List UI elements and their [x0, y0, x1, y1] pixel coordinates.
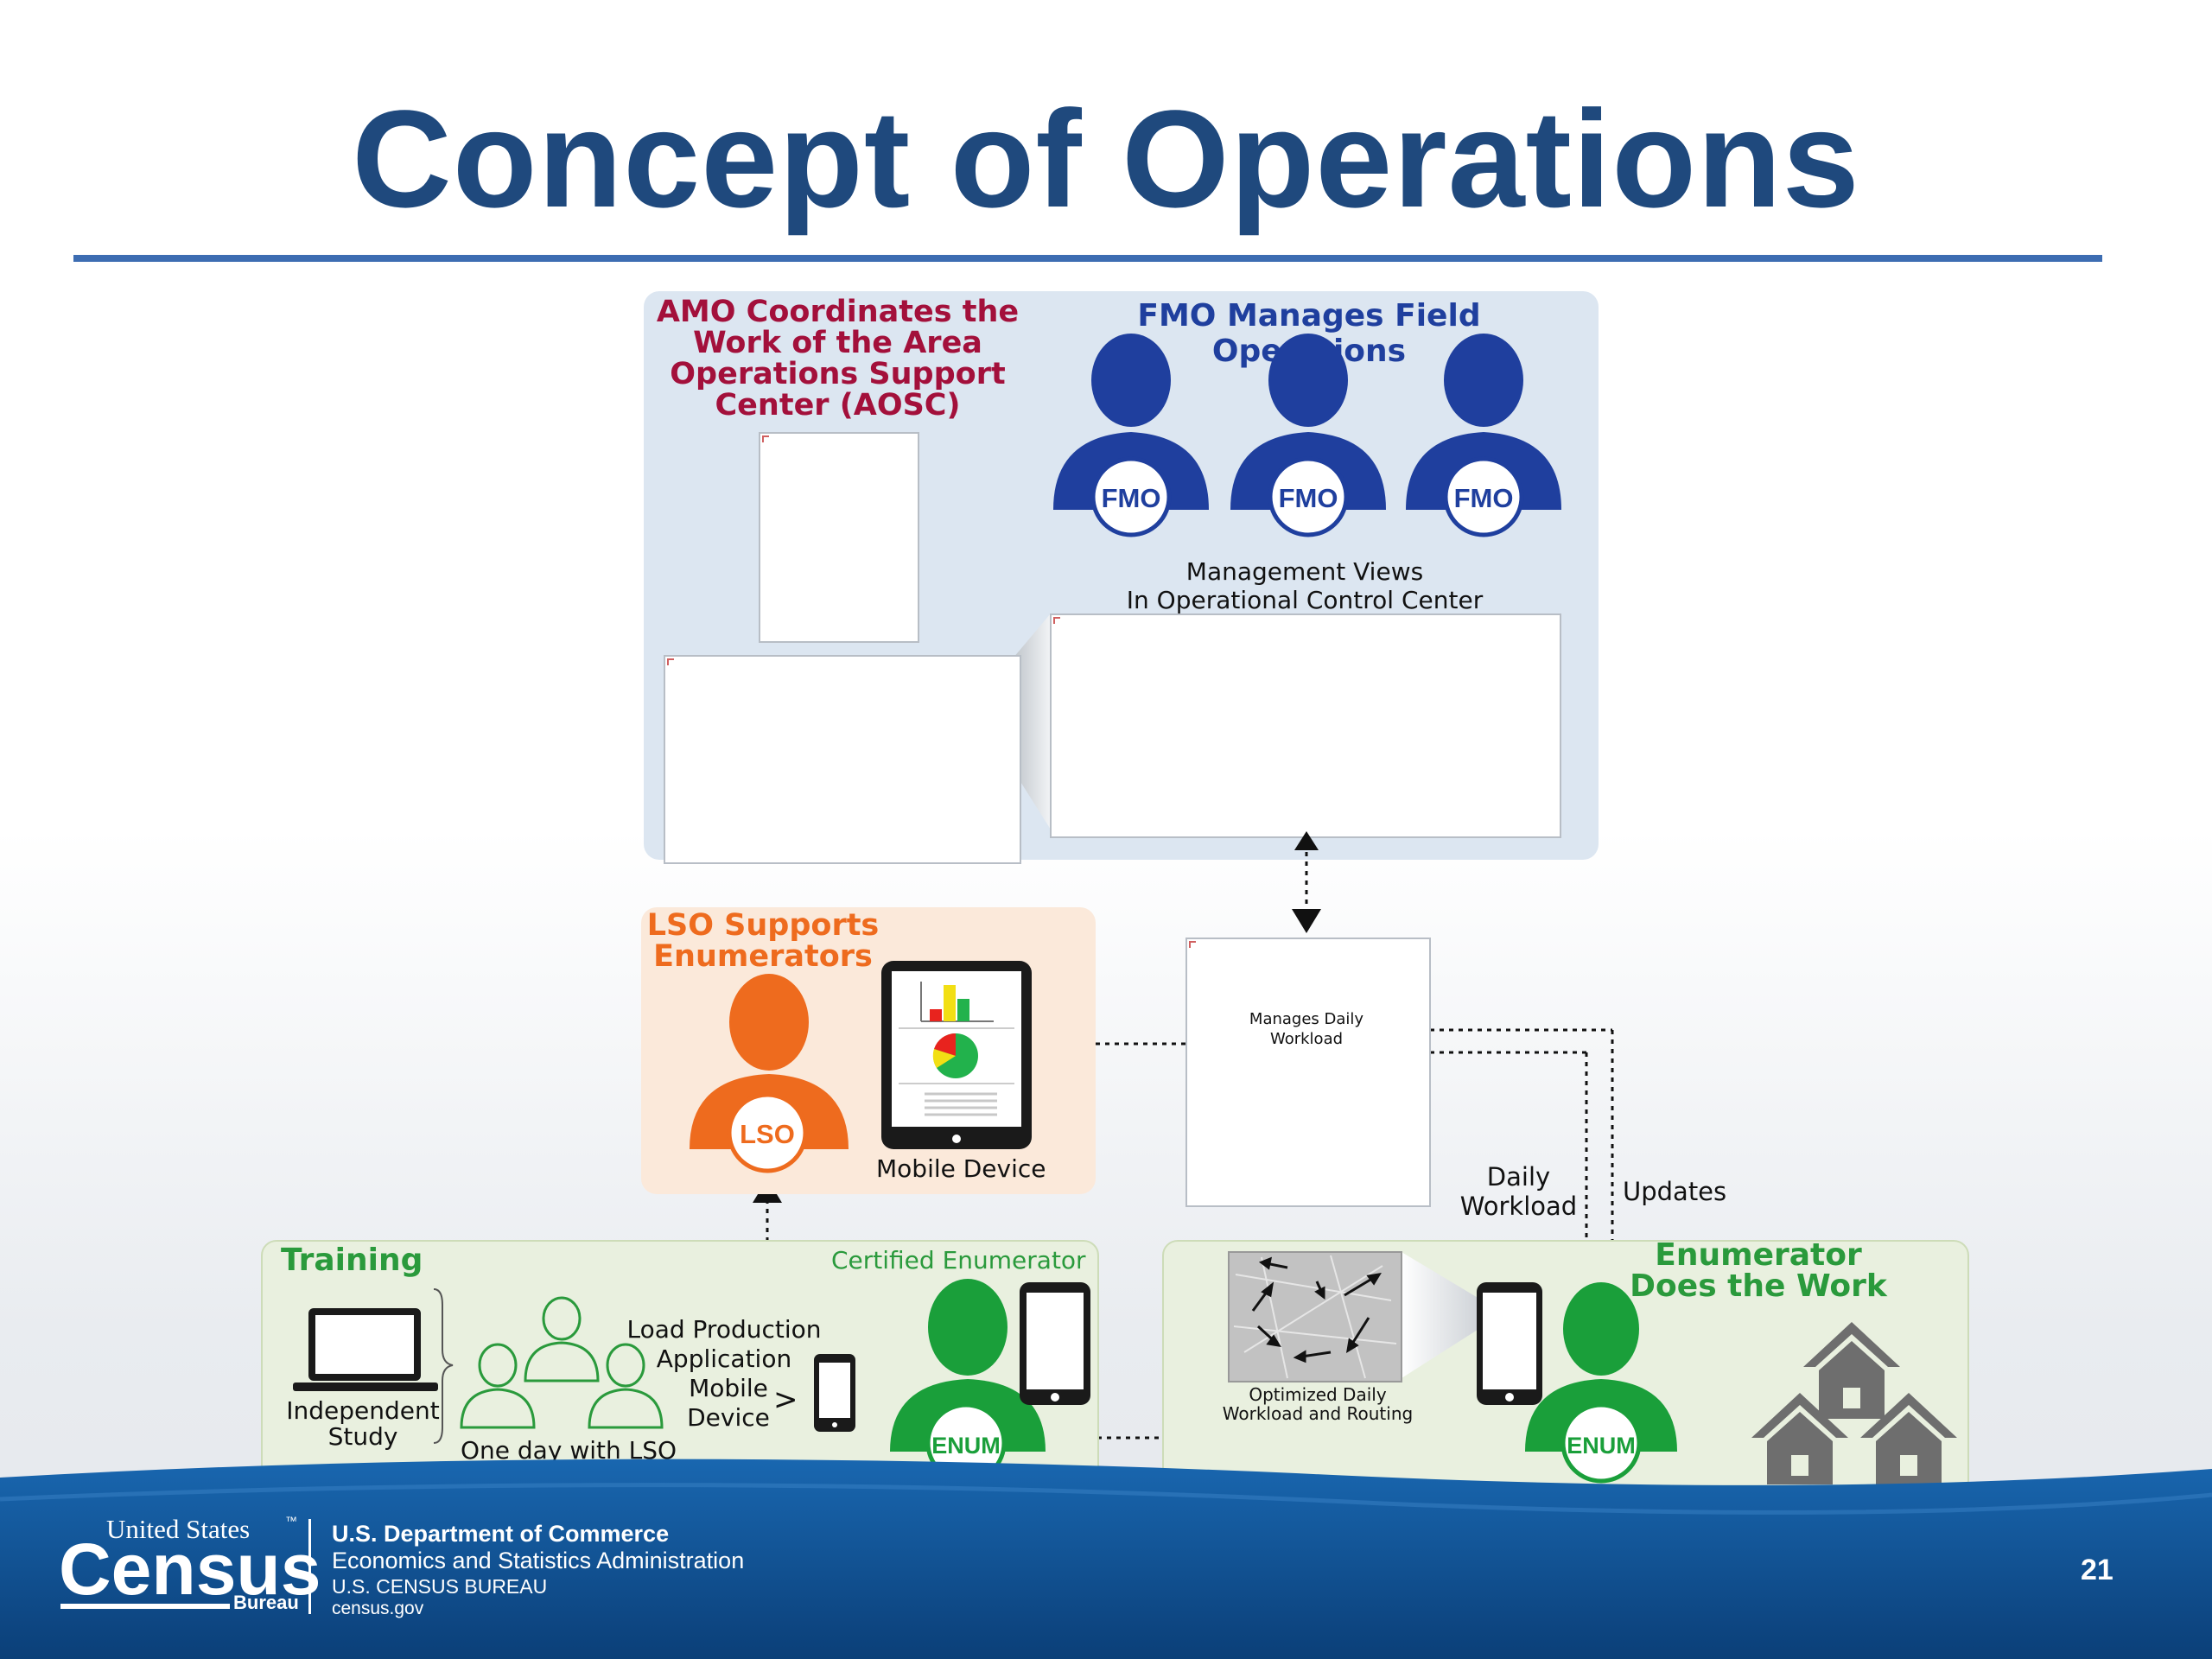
daily-workload-placeholder	[1185, 938, 1431, 1207]
slide-title: Concept of Operations	[352, 81, 1860, 236]
houses-icon	[1751, 1322, 1957, 1484]
logo-census: Census	[59, 1529, 321, 1610]
amo-heading: AMO Coordinates the Work of the Area Ope…	[650, 296, 1026, 421]
enumerator-heading: Enumerator Does the Work	[1616, 1240, 1901, 1302]
house-icon	[1751, 1393, 1848, 1484]
page-number: 21	[2081, 1554, 2113, 1586]
broken-image-icon	[667, 658, 674, 665]
house-icon	[1803, 1322, 1900, 1419]
amo-heading-line: Work of the Area	[693, 326, 982, 360]
lso-heading-line: LSO Supports	[646, 908, 880, 943]
load-production-line: Application	[656, 1344, 792, 1373]
gt-symbol: >	[773, 1382, 798, 1417]
optimized-routing-line: Optimized Daily	[1249, 1384, 1387, 1405]
lso-heading: LSO Supports Enumerators	[646, 910, 880, 972]
manages-daily-workload-line: Manages Daily	[1249, 1010, 1364, 1028]
footer-dept: U.S. Department of Commerce	[332, 1521, 670, 1547]
person-outline-icon	[460, 1343, 536, 1429]
amo-heading-line: Center (AOSC)	[715, 388, 961, 423]
daily-workload-line: Daily	[1486, 1162, 1551, 1192]
load-production-line: Device	[687, 1403, 770, 1432]
census-logo: United States ™ Census Bureau	[59, 1514, 321, 1618]
laptop-icon	[293, 1308, 438, 1391]
manages-daily-workload-label: Manages Daily Workload	[1185, 1009, 1427, 1049]
enum-badge-text: ENUM	[931, 1433, 1001, 1459]
title-divider	[73, 255, 2102, 262]
footer-site: census.gov	[332, 1599, 424, 1618]
load-production-line: Mobile	[689, 1374, 768, 1402]
person-outline-icon	[524, 1296, 600, 1382]
fmo-badge-circle	[1090, 456, 1172, 537]
daily-workload-label: Daily Workload	[1452, 1162, 1586, 1221]
small-phone-icon	[814, 1354, 855, 1432]
footer-bureau: U.S. CENSUS BUREAU	[332, 1575, 548, 1598]
house-icon	[1860, 1393, 1957, 1484]
certified-enumerator-label: Certified Enumerator	[831, 1246, 1086, 1274]
load-production-line: Load Production	[626, 1315, 822, 1344]
footer-band	[0, 1459, 2212, 1659]
footer-divider	[308, 1519, 311, 1614]
aosc-view-placeholder	[664, 655, 1021, 864]
independent-study-line: Study	[327, 1422, 398, 1451]
arrow-down	[1292, 909, 1321, 933]
independent-study-label: Independent Study	[281, 1398, 445, 1450]
management-views-line: Management Views	[1185, 557, 1424, 586]
lso-person-icon: LSO	[690, 974, 849, 1173]
amo-heading-line: AMO Coordinates the	[656, 295, 1020, 329]
fmo-badge-circle	[1443, 456, 1524, 537]
broken-image-icon	[1053, 617, 1060, 624]
updates-label: Updates	[1623, 1177, 1727, 1206]
fmo-badge-text: FMO	[1454, 483, 1514, 513]
training-heading: Training	[281, 1243, 423, 1278]
load-production-label: Load Production Application Mobile Devic…	[620, 1315, 828, 1433]
logo-trademark: ™	[285, 1514, 297, 1528]
logo-underline	[60, 1604, 230, 1609]
fmo-badge-text: FMO	[1279, 483, 1338, 513]
amo-heading-line: Operations Support	[670, 357, 1006, 391]
logo-united-states: United States	[106, 1514, 251, 1544]
independent-study-line: Independent	[286, 1396, 440, 1425]
manages-daily-workload-line: Workload	[1269, 1030, 1344, 1048]
routing-map-icon	[1228, 1251, 1495, 1382]
enumerator-heading-line: Enumerator	[1655, 1237, 1862, 1273]
fmo-people: FMO FMO FMO	[1053, 334, 1561, 537]
fmo-badge-text: FMO	[1102, 483, 1161, 513]
management-views-label: Management Views In Operational Control …	[1080, 557, 1529, 614]
tablet-icon	[881, 961, 1032, 1149]
person-outline-icon	[588, 1343, 664, 1429]
mobile-device-label: Mobile Device	[876, 1154, 1046, 1183]
lso-heading-line: Enumerators	[653, 939, 873, 974]
broken-image-icon	[762, 435, 769, 442]
optimized-routing-label: Optimized Daily Workload and Routing	[1205, 1385, 1430, 1423]
optimized-routing-line: Workload and Routing	[1222, 1403, 1414, 1424]
lso-badge-text: LSO	[740, 1119, 795, 1149]
broken-image-icon	[1189, 941, 1196, 948]
training-group-icon	[433, 1288, 664, 1444]
operational-control-view-placeholder	[1050, 613, 1561, 838]
amo-image-placeholder	[759, 432, 919, 643]
footer-esa: Economics and Statistics Administration	[332, 1548, 745, 1573]
enumerator-heading-line: Does the Work	[1630, 1268, 1887, 1304]
daily-workload-line: Workload	[1459, 1192, 1578, 1221]
enum-badge-text: ENUM	[1567, 1433, 1636, 1459]
arrow-up	[1294, 831, 1319, 850]
enumerator-device-icon: ENUM	[1477, 1282, 1677, 1484]
fmo-badge-circle	[1268, 456, 1349, 537]
logo-bureau: Bureau	[233, 1592, 299, 1613]
management-views-line: In Operational Control Center	[1126, 586, 1484, 614]
